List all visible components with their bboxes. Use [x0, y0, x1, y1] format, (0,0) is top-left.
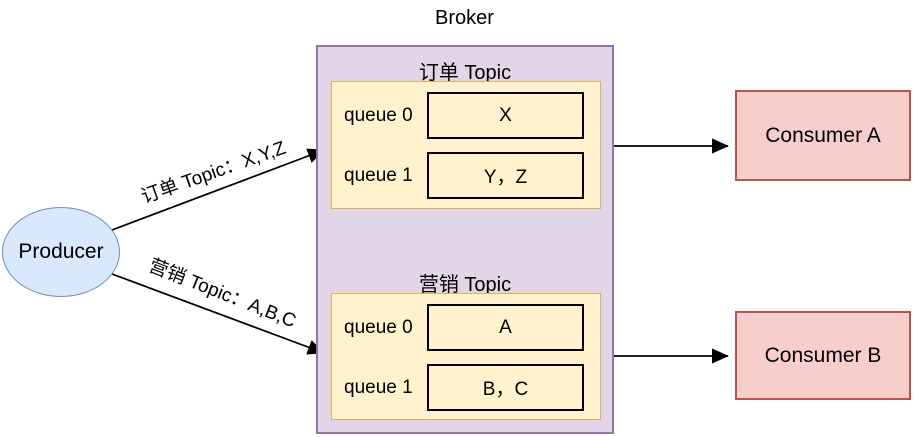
consumer-a-label: Consumer A [765, 123, 881, 147]
queue-label: queue 1 [344, 376, 413, 398]
consumer-b-label: Consumer B [764, 343, 882, 367]
edge-label-order-topic: 订单 Topic：X,Y,Z [138, 137, 289, 209]
broker-container: 订单 Topic queue 0 X queue 1 Y，Z 营销 Topic … [316, 45, 614, 434]
marketing-topic-box: queue 0 A queue 1 B，C [331, 293, 601, 420]
queue-messages-box: Y，Z [427, 152, 584, 199]
marketing-topic-title: 营销 Topic [418, 274, 512, 296]
queue-label: queue 0 [344, 316, 413, 338]
edge-label-marketing-topic: 营销 Topic：A,B,C [145, 255, 299, 333]
queue-messages-box: X [427, 92, 584, 139]
producer-node: Producer [2, 207, 120, 297]
order-topic-title: 订单 Topic [418, 62, 512, 84]
queue-row: queue 0 X [344, 92, 584, 139]
queue-messages-box: B，C [427, 364, 584, 411]
queue-label: queue 1 [344, 164, 413, 186]
queue-messages-box: A [427, 304, 584, 351]
queue-label: queue 0 [344, 104, 413, 126]
queue-row: queue 0 A [344, 304, 584, 351]
consumer-a-box: Consumer A [735, 90, 911, 181]
broker-title: Broker [435, 7, 494, 29]
queue-row: queue 1 B，C [344, 364, 584, 411]
queue-row: queue 1 Y，Z [344, 152, 584, 199]
consumer-b-box: Consumer B [735, 311, 911, 400]
order-topic-box: queue 0 X queue 1 Y，Z [331, 81, 601, 209]
producer-label: Producer [18, 240, 104, 263]
